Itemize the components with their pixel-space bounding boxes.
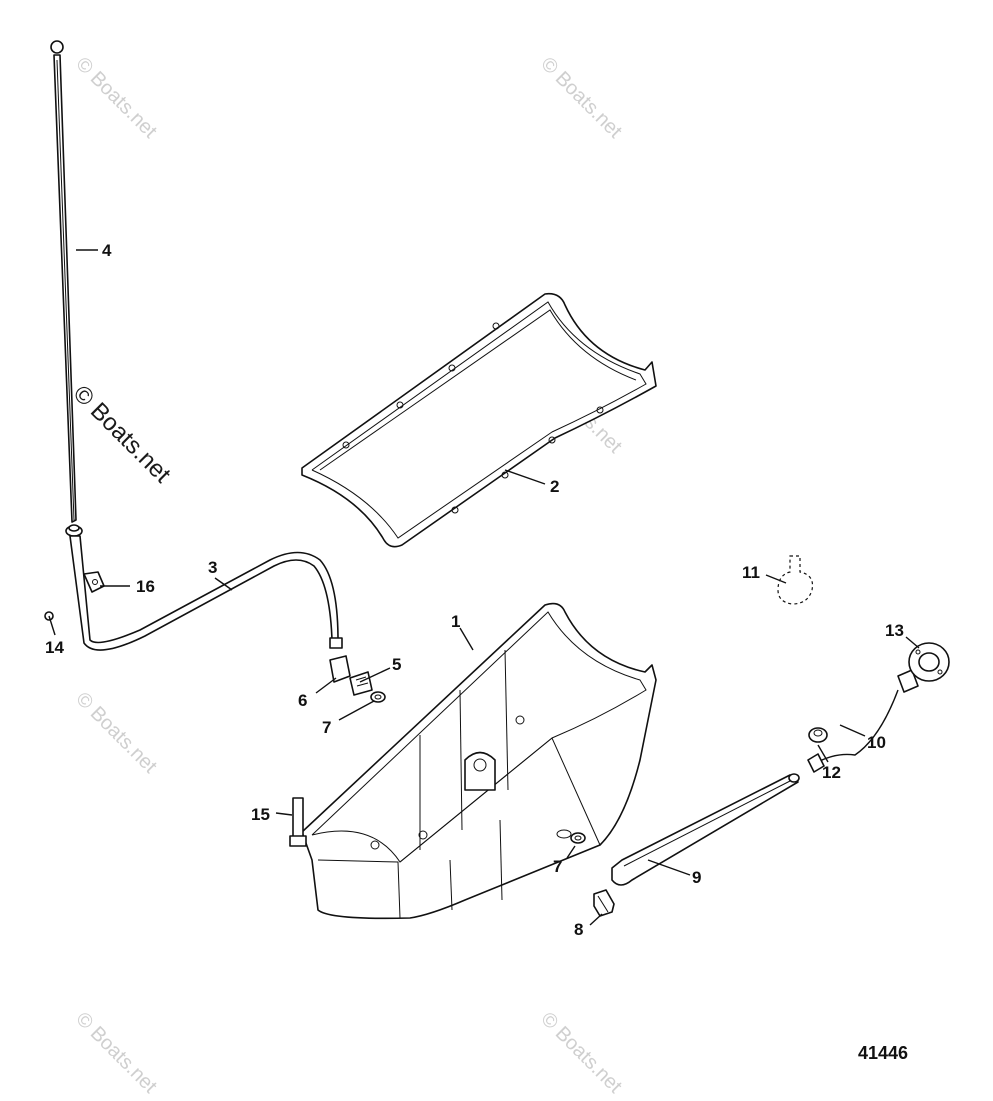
callout-7: 7	[322, 718, 331, 737]
leader-lines	[48, 249, 920, 926]
watermarks: © Boats.net © Boats.net © Boats.net © Bo…	[68, 53, 627, 1098]
callout-5: 5	[392, 655, 401, 674]
callout-6: 6	[298, 691, 307, 710]
tube-fitting	[329, 655, 373, 696]
oil-level-sensor	[807, 669, 919, 773]
callout-15: 15	[251, 805, 270, 824]
sensor-flange	[908, 642, 950, 682]
callout-16: 16	[136, 577, 155, 596]
drain-plug	[593, 889, 615, 917]
watermark-text: © Boats.net	[71, 688, 161, 778]
watermark-text-dark: © Boats.net	[68, 380, 176, 488]
callout-13: 13	[885, 621, 904, 640]
callout-8: 8	[574, 920, 583, 939]
figure-number: 41446	[858, 1043, 908, 1063]
callout-3: 3	[208, 558, 217, 577]
callouts: 4 2 3 16 14 1 5 6 7 7 8 9 10 11 12 13 15	[45, 241, 904, 939]
callout-7: 7	[553, 857, 562, 876]
callout-2: 2	[550, 477, 559, 496]
callout-1: 1	[451, 612, 460, 631]
sealing-washer	[370, 691, 386, 703]
callout-12: 12	[822, 763, 841, 782]
dipstick	[50, 40, 83, 537]
callout-4: 4	[102, 241, 112, 260]
callout-11: 11	[742, 563, 760, 582]
drain-hose	[611, 773, 800, 886]
callout-14: 14	[45, 638, 64, 657]
callout-9: 9	[692, 868, 701, 887]
callout-10: 10	[867, 733, 886, 752]
dipstick-clip	[83, 571, 105, 593]
phantom-part-outline	[777, 555, 814, 605]
oil-pan-gasket	[301, 292, 657, 548]
oil-pan	[301, 602, 657, 920]
watermark-text: © Boats.net	[536, 53, 626, 143]
watermark-text: © Boats.net	[536, 1008, 626, 1098]
watermark-text: © Boats.net	[71, 53, 161, 143]
watermark-text: © Boats.net	[71, 1008, 161, 1098]
grommet	[808, 727, 828, 743]
sealing-washer	[570, 832, 586, 844]
oil-pan-bolt	[289, 797, 307, 847]
dipstick-tube	[69, 535, 343, 651]
